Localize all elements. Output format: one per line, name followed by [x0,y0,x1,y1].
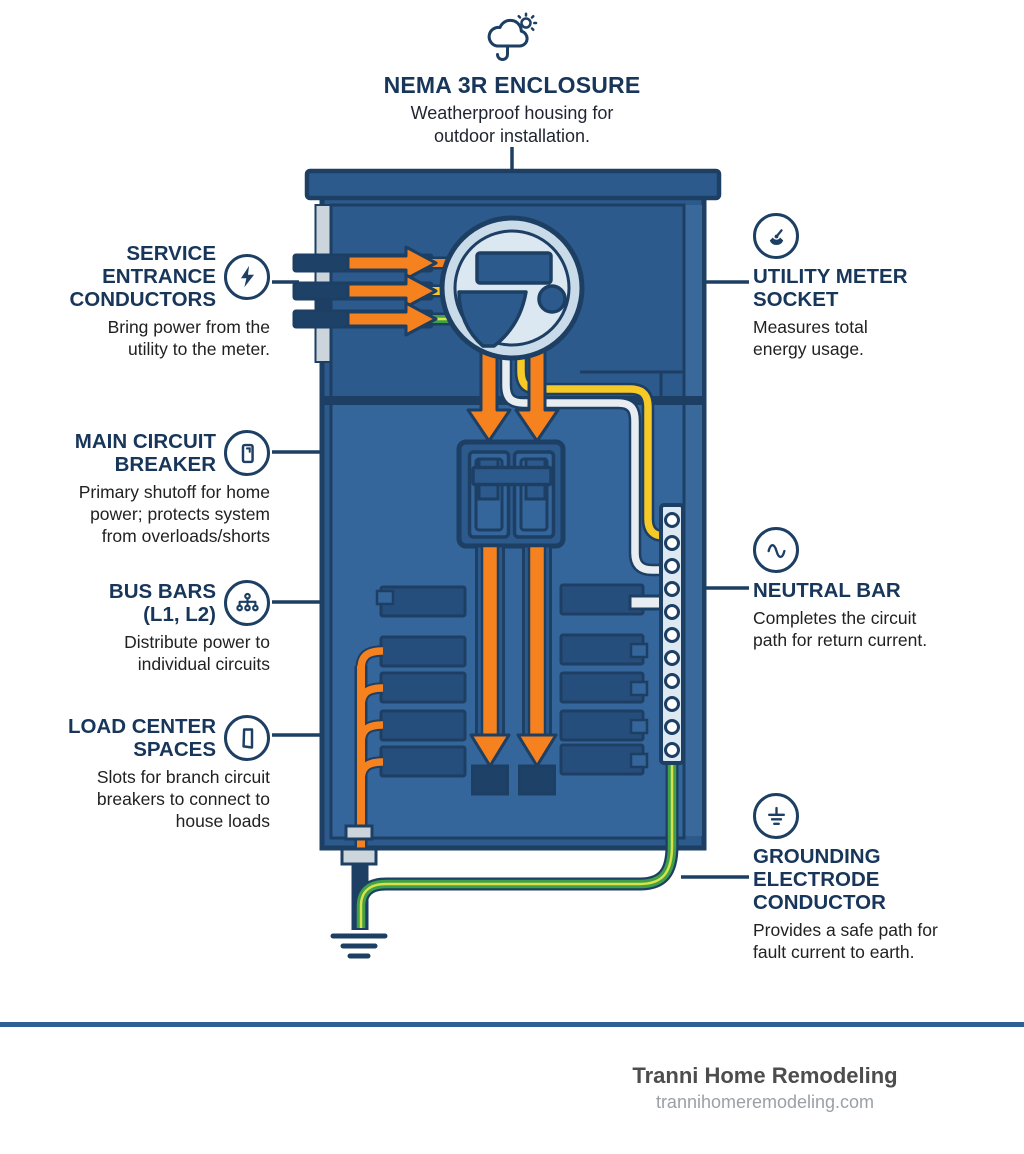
callout-description: Completes the circuit path for return cu… [753,608,928,650]
distribution-nodes-icon [224,580,270,626]
callout-description: Primary shutoff for home power; protects… [78,482,270,546]
callout-description: Measures total energy usage. [753,317,868,359]
gauge-icon [753,213,799,259]
grounding-electrode-conductor [330,762,679,959]
sine-wave-icon [753,527,799,573]
label-utility-meter-socket: UTILITY METER SOCKET Measures total ener… [753,213,983,360]
neutral-feed-wires [499,349,665,577]
callout-title: BUS BARS (L1, L2) [108,580,216,626]
callout-title: UTILITY METER SOCKET [753,265,908,311]
callout-description: Distribute power to individual circuits [124,632,270,674]
footer: Tranni Home Remodeling trannihomeremodel… [553,1063,977,1113]
callout-title: GROUNDING ELECTRODE CONDUCTOR [753,845,886,914]
earth-ground-icon [753,793,799,839]
cloud-weather-icon [487,12,538,61]
callout-title: LOAD CENTER SPACES [67,715,216,761]
label-grounding-electrode-conductor: GROUNDING ELECTRODE CONDUCTOR Provides a… [753,793,983,963]
page-subtitle: Weatherproof housing for outdoor install… [410,103,614,146]
branch-circuit-wire [354,645,384,852]
meter-dial [537,284,567,314]
lightning-bolt-icon [224,253,270,300]
neutral-tap [628,594,666,611]
main-breaker-feed-arrows [466,348,560,443]
meter-display [475,251,553,285]
callout-title: NEUTRAL BAR [753,579,901,602]
breaker-handle [471,465,553,487]
earth-ground-symbol [330,933,388,959]
label-bus-bars: BUS BARS (L1, L2) Distribute power to in… [0,580,270,675]
callout-title: MAIN CIRCUIT BREAKER [74,430,216,476]
label-neutral-bar: NEUTRAL BAR Completes the circuit path f… [753,527,983,651]
neutral-bar [659,503,685,765]
breaker-slots-left [375,585,467,778]
page-title: NEMA 3R ENCLOSURE [383,72,641,98]
blank-slot-icon [224,715,270,761]
utility-meter [439,215,585,361]
callout-title: SERVICE ENTRANCE CONDUCTORS [69,242,216,311]
panel-top-cap [304,168,722,201]
breaker-switch-icon [224,430,270,476]
brand-name: Tranni Home Remodeling [632,1063,898,1088]
header: NEMA 3R ENCLOSURE Weatherproof housing f… [0,12,1024,148]
incoming-power-arrows [346,245,438,337]
label-load-center-spaces: LOAD CENTER SPACES Slots for branch circ… [0,715,270,832]
breaker-slots-right [559,583,649,776]
main-circuit-breaker [456,439,566,549]
callout-description: Slots for branch circuit breakers to con… [96,767,270,831]
callout-description: Provides a safe path for fault current t… [753,920,938,962]
label-main-circuit-breaker: MAIN CIRCUIT BREAKER Primary shutoff for… [0,430,270,547]
footer-divider [0,1022,1024,1027]
brand-website: trannihomeremodeling.com [655,1092,875,1112]
bus-bars [469,544,558,796]
callout-description: Bring power from the utility to the mete… [107,317,270,359]
label-service-entrance-conductors: SERVICE ENTRANCE CONDUCTORS Bring power … [0,242,270,360]
service-entrance-conductors [292,245,452,337]
